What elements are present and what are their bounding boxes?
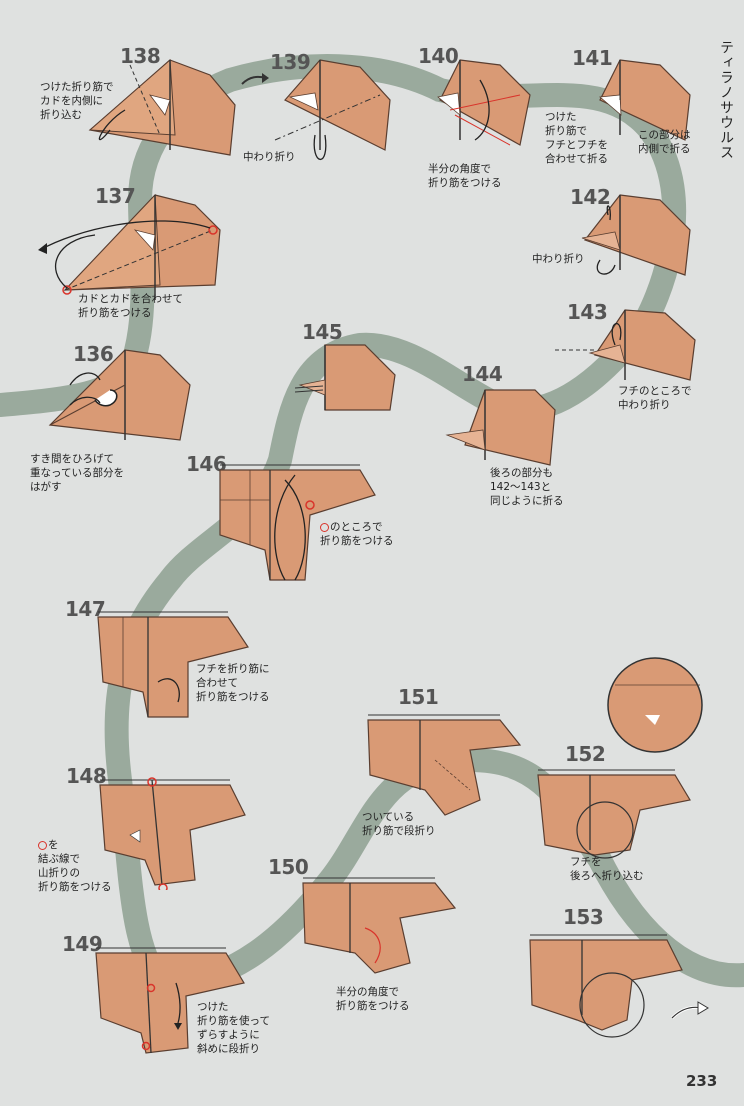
step-140-note: 半分の角度で折り筋をつける bbox=[428, 163, 502, 189]
step-141-note-inner: この部分は内側で折る bbox=[638, 129, 691, 155]
step-number: 137 bbox=[95, 184, 136, 208]
step-149-diagram bbox=[95, 947, 245, 1054]
step-153-diagram bbox=[529, 934, 683, 1038]
step-number: 140 bbox=[418, 44, 459, 68]
step-147-note: フチを折り筋に合わせて折り筋をつける bbox=[196, 663, 270, 703]
step-141-note: つけた折り筋でフチとフチを合わせて折る bbox=[545, 111, 608, 165]
step-140-diagram bbox=[437, 59, 531, 146]
arrow-right-icon bbox=[241, 73, 269, 85]
step-number: 139 bbox=[270, 50, 311, 74]
step-137-note: カドとカドを合わせて折り筋をつける bbox=[78, 293, 183, 319]
step-139-diagram bbox=[274, 59, 391, 161]
step-148-note: を 結ぶ線で山折りの折り筋をつける bbox=[38, 839, 112, 893]
page-title: ティラノサウルス bbox=[718, 40, 734, 160]
step-144-diagram bbox=[445, 389, 556, 466]
step-143-note: フチのところで中わり折り bbox=[618, 385, 692, 411]
step-141-diagram bbox=[599, 59, 691, 141]
step-142-diagram bbox=[581, 194, 691, 276]
step-150-note: 半分の角度で折り筋をつける bbox=[336, 986, 410, 1012]
detail-zoom-circle bbox=[607, 657, 703, 753]
step-number: 141 bbox=[572, 46, 613, 70]
step-136-diagram bbox=[48, 349, 191, 441]
step-138-diagram bbox=[88, 58, 236, 156]
step-number: 149 bbox=[62, 932, 103, 956]
step-number: 143 bbox=[567, 300, 608, 324]
step-152-diagram bbox=[537, 769, 691, 859]
step-142-note: 中わり折り bbox=[532, 253, 585, 265]
step-number: 136 bbox=[73, 342, 114, 366]
step-138-note: つけた折り筋でカドを内側に折り込む bbox=[40, 81, 114, 121]
step-150-diagram bbox=[302, 877, 457, 974]
step-number: 152 bbox=[565, 742, 606, 766]
step-number: 138 bbox=[120, 44, 161, 68]
step-152-note: フチを後ろへ折り込む bbox=[570, 856, 644, 882]
step-151-diagram bbox=[367, 714, 522, 816]
step-137-diagram bbox=[38, 193, 221, 300]
arrow-right-icon bbox=[670, 1001, 709, 1020]
step-number: 151 bbox=[398, 685, 439, 709]
step-number: 148 bbox=[66, 764, 107, 788]
step-number: 153 bbox=[563, 905, 604, 929]
red-circle-icon bbox=[320, 522, 329, 532]
step-148-diagram bbox=[99, 777, 246, 890]
step-143-diagram bbox=[555, 309, 696, 381]
step-number: 144 bbox=[462, 362, 503, 386]
step-136-note: すき間をひろげて重なっている部分をはがす bbox=[30, 453, 124, 493]
step-146-diagram bbox=[219, 464, 376, 581]
step-149-note: つけた折り筋を使ってずらすように斜めに段折り bbox=[197, 1001, 270, 1055]
step-147-diagram bbox=[97, 611, 249, 718]
step-number: 150 bbox=[268, 855, 309, 879]
step-number: 145 bbox=[302, 320, 343, 344]
step-number: 142 bbox=[570, 185, 611, 209]
step-151-note: ついている折り筋で段折り bbox=[362, 811, 436, 837]
step-139-note: 中わり折り bbox=[243, 151, 296, 163]
step-145-diagram bbox=[295, 344, 396, 411]
red-circle-icon bbox=[38, 840, 47, 850]
page-number: 233 bbox=[686, 1072, 718, 1090]
step-146-note: のところで 折り筋をつける bbox=[320, 521, 394, 547]
